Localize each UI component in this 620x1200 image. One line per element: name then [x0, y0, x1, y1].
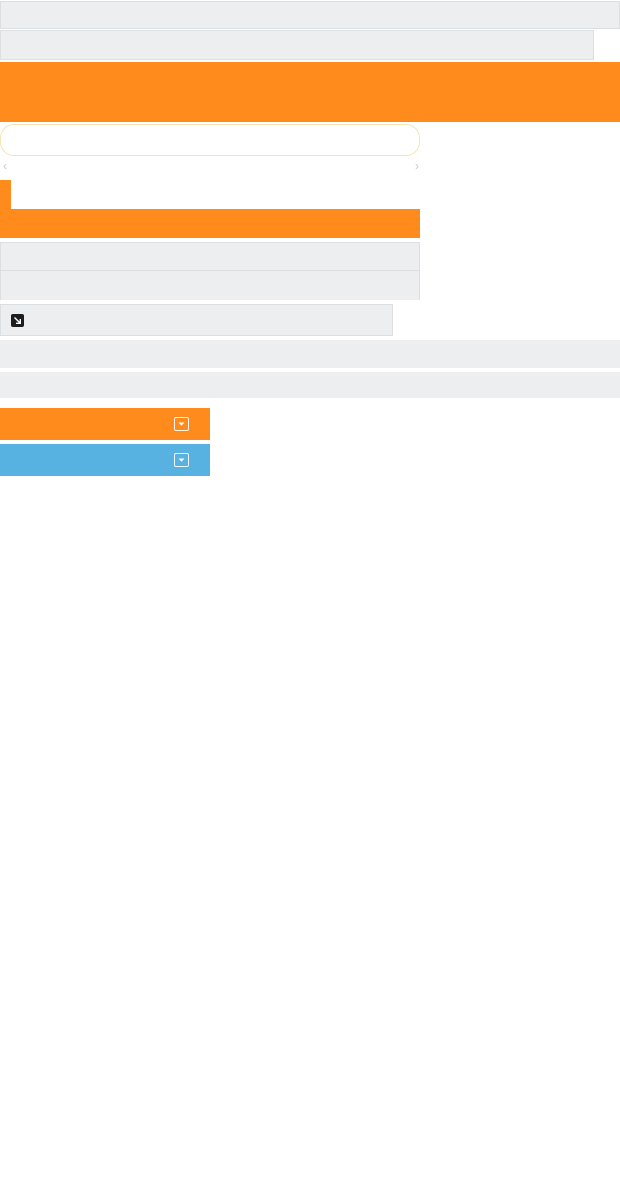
expand-arrow-icon[interactable]: [11, 314, 24, 327]
wide-row: [0, 372, 620, 398]
wide-row: [0, 340, 620, 368]
list-item[interactable]: [0, 271, 420, 300]
section-marker: [0, 180, 11, 209]
chevron-right-icon[interactable]: ›: [415, 159, 419, 173]
top-bar: [0, 1, 620, 29]
caret-down-icon[interactable]: [174, 453, 189, 467]
expand-row[interactable]: [0, 304, 393, 336]
dropdown-orange[interactable]: [0, 408, 210, 440]
list-item[interactable]: [0, 242, 420, 271]
banner: [0, 62, 620, 122]
carousel-frame: [0, 124, 420, 156]
secondary-bar: [0, 30, 594, 60]
section-header: [0, 209, 420, 238]
chevron-left-icon[interactable]: ‹: [3, 159, 7, 173]
caret-down-icon[interactable]: [174, 417, 189, 431]
dropdown-blue[interactable]: [0, 444, 210, 476]
